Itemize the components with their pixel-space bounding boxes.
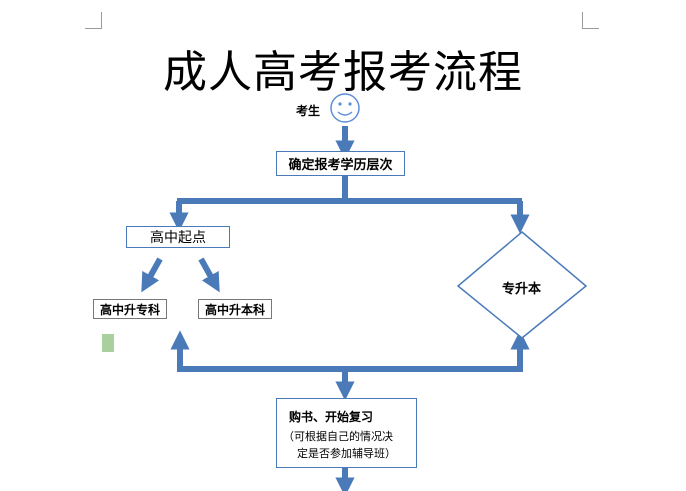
upgrade-diamond xyxy=(456,231,588,339)
note-line-2: 定是否参加辅导班） xyxy=(297,447,396,460)
candidate-label: 考生 xyxy=(296,104,321,118)
page-corner-top-left xyxy=(85,12,102,29)
smiley-icon xyxy=(330,93,360,123)
hs-start-label: 高中起点 xyxy=(150,230,206,246)
arrow-to-hs-bachelor xyxy=(198,257,220,293)
hs-bachelor-label: 高中升本科 xyxy=(204,303,265,317)
buy-books-label: 购书、开始复习 xyxy=(289,410,374,424)
determine-level-label: 确定报考学历层次 xyxy=(288,158,393,173)
determine-level-box: 确定报考学历层次 xyxy=(276,151,405,176)
hs-junior-box: 高中升专科 xyxy=(93,299,167,319)
arrow-to-hs-junior xyxy=(141,257,163,293)
page-title: 成人高考报考流程 xyxy=(163,47,523,98)
note-line-1: （可根据自己的情况决 xyxy=(283,430,393,443)
hs-bachelor-box: 高中升本科 xyxy=(198,299,272,319)
green-marker xyxy=(102,334,114,352)
hs-junior-label: 高中升专科 xyxy=(99,303,160,317)
hs-start-box: 高中起点 xyxy=(126,226,230,248)
page-corner-top-right xyxy=(582,12,599,29)
buy-books-box: 购书、开始复习 （可根据自己的情况决 定是否参加辅导班） xyxy=(276,398,417,468)
upgrade-label: 专升本 xyxy=(502,282,542,297)
